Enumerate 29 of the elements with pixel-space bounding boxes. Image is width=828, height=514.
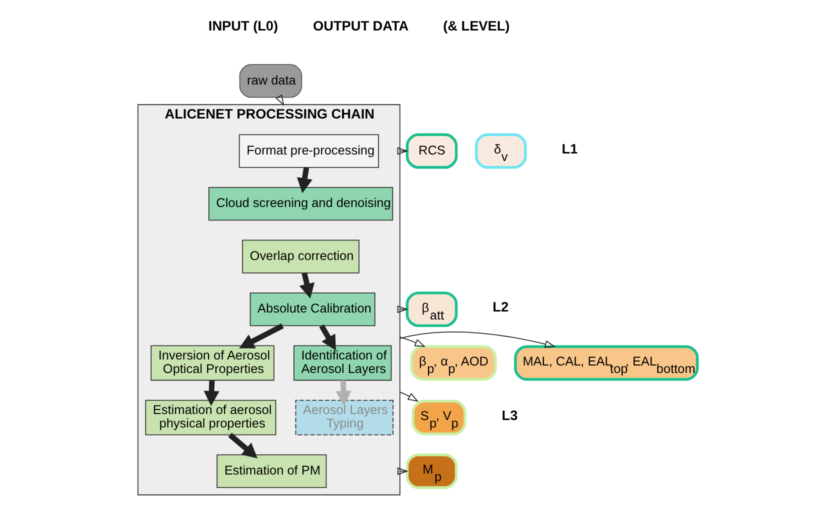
arrow: [399, 392, 419, 402]
arrow: [399, 336, 426, 348]
node-box: Overlap correction: [242, 240, 360, 274]
label: INPUT (L0): [208, 18, 278, 34]
arrow: [239, 323, 284, 348]
label: OUTPUT DATA: [313, 18, 409, 34]
node-box: Aerosol Layers Typing: [295, 400, 394, 436]
arrow: [336, 380, 352, 406]
label: L2: [492, 300, 509, 315]
label: L3: [502, 408, 518, 423]
arrow: [204, 380, 220, 406]
node-box: RCS: [406, 133, 458, 169]
arrow: [275, 94, 284, 106]
arrow: [299, 272, 315, 299]
node-box: Estimation of aerosol physical properties: [145, 400, 276, 436]
node-box: Inversion of Aerosol Optical Properties: [150, 345, 274, 381]
node-box: Format pre-processing: [238, 134, 379, 168]
label: L1: [562, 141, 578, 156]
arrow: [399, 332, 556, 348]
label: (& LEVEL): [443, 18, 510, 34]
node-box: Absolute Calibration: [250, 292, 376, 326]
node-box: Cloud screening and denoising: [208, 186, 394, 221]
arrow: [397, 305, 408, 314]
node-box: Estimation of PM: [216, 454, 327, 488]
arrow: [397, 147, 408, 155]
arrow: [319, 324, 336, 351]
arrow: [296, 167, 312, 194]
arrow: [228, 432, 258, 458]
node-box: Identification of Aerosol Layers: [293, 345, 392, 381]
